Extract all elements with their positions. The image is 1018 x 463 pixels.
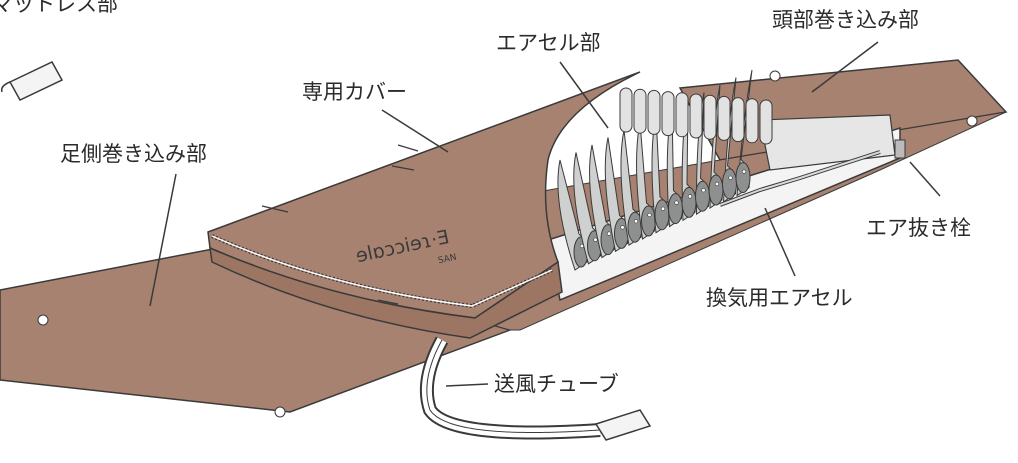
leader-head-rollin	[811, 41, 879, 93]
air-cell	[708, 84, 724, 209]
mattress-base	[547, 114, 906, 302]
air-valve[interactable]	[894, 139, 906, 159]
tube-connector	[594, 409, 652, 441]
air-cell-top	[717, 95, 731, 141]
air-cell	[620, 129, 643, 247]
air-cell	[604, 137, 629, 253]
sheet-grommet	[37, 314, 49, 326]
label-tube: 送風チューブ	[494, 372, 619, 396]
blower-tube	[419, 336, 652, 441]
label-head-rollin: 頭部巻き込み部	[772, 8, 919, 32]
label-mattress: マットレス部	[0, 0, 118, 16]
leader-lines	[149, 41, 941, 387]
air-cell	[735, 69, 753, 197]
air-cell	[695, 92, 710, 216]
leader-foot-rollin	[149, 173, 177, 307]
cover-sub-print: SAN	[437, 253, 457, 267]
leader-air-cell	[559, 61, 609, 129]
sheet-grommet	[966, 115, 978, 127]
sheet-grommet	[274, 406, 286, 418]
air-cell-top	[647, 89, 661, 135]
mattress-connector-icon	[0, 61, 64, 101]
leader-cover	[381, 109, 449, 153]
cover-side	[209, 246, 563, 339]
leader-air-valve	[909, 161, 941, 197]
sheet-grommet	[769, 70, 781, 82]
air-cell-top	[731, 97, 745, 143]
air-cell-top	[675, 92, 689, 138]
label-cover: 専用カバー	[302, 80, 407, 104]
air-cell-top	[619, 87, 633, 133]
air-cell-top	[689, 93, 703, 139]
air-cell	[666, 107, 683, 228]
air-cell-top	[703, 94, 717, 140]
air-cell	[636, 122, 656, 240]
leader-vent-cell	[764, 207, 796, 277]
air-cell	[651, 114, 670, 234]
foot-rollin-sheet	[0, 247, 513, 413]
air-cell-top	[661, 91, 675, 137]
exclusive-cover: ɘlɒɔɔiɘɿ·Ǝ SAN	[207, 71, 641, 339]
air-cell-top	[745, 98, 759, 144]
leader-tube	[445, 383, 489, 387]
label-foot-rollin: 足側巻き込み部	[60, 142, 207, 166]
label-vent-cell: 換気用エアセル	[706, 286, 853, 310]
label-air-valve: エア抜き栓	[866, 216, 971, 240]
label-air-cell: エアセル部	[496, 31, 601, 55]
air-cell-group	[557, 69, 773, 271]
air-cell-top	[633, 88, 647, 134]
air-cell-top	[759, 99, 773, 145]
